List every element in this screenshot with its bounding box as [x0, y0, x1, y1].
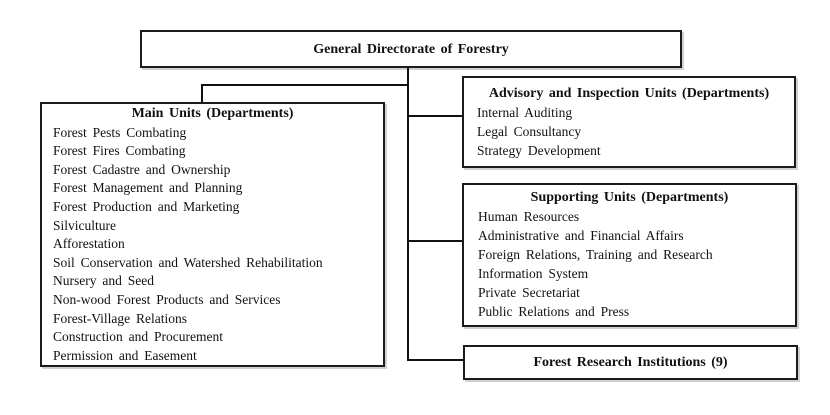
connector-research-institutions: [409, 359, 463, 361]
unit-list-item: Forest-Village Relations: [53, 310, 188, 326]
unit-list-item: Information System: [478, 266, 589, 282]
unit-list-item: Nursery and Seed: [53, 273, 154, 289]
unit-list-item: Administrative and Financial Affairs: [478, 228, 684, 244]
research-institutions-title: Forest Research Institutions (9): [533, 355, 728, 370]
unit-list-item: Afforestation: [53, 236, 125, 252]
supporting-units-box: Supporting Units (Departments) Human Res…: [462, 183, 797, 327]
advisory-units-title: Advisory and Inspection Units (Departmen…: [488, 86, 770, 101]
main-units-box: Main Units (Departments) Forest Pests Co…: [40, 102, 385, 367]
unit-list-item: Public Relations and Press: [478, 304, 630, 320]
supporting-units-title: Supporting Units (Departments): [530, 190, 729, 205]
unit-list-item: Permission and Easement: [53, 347, 197, 363]
unit-list-item: Internal Auditing: [477, 105, 573, 120]
connector-main-units-horizontal: [201, 84, 409, 86]
unit-list-item: Forest Fires Combating: [53, 143, 186, 159]
unit-list-item: Silviculture: [53, 217, 116, 233]
unit-list-item: Strategy Development: [477, 143, 601, 158]
connector-trunk-vertical: [407, 68, 409, 361]
unit-list-item: Construction and Procurement: [53, 329, 223, 345]
advisory-units-box: Advisory and Inspection Units (Departmen…: [462, 76, 796, 168]
connector-supporting-units: [409, 240, 462, 242]
unit-list-item: Legal Consultancy: [477, 124, 582, 139]
connector-advisory-units: [409, 115, 462, 117]
unit-list-item: Forest Production and Marketing: [53, 198, 240, 214]
unit-list-item: Forest Pests Combating: [53, 124, 187, 140]
unit-list-item: Non-wood Forest Products and Services: [53, 291, 281, 307]
research-institutions-box: Forest Research Institutions (9): [463, 345, 798, 380]
unit-list-item: Forest Cadastre and Ownership: [53, 161, 231, 177]
main-units-title: Main Units (Departments): [131, 106, 294, 121]
root-box-title: General Directorate of Forestry: [313, 41, 509, 57]
unit-list-item: Foreign Relations, Training and Research: [478, 247, 713, 263]
unit-list-item: Soil Conservation and Watershed Rehabili…: [53, 254, 323, 270]
unit-list-item: Private Secretariat: [478, 285, 580, 301]
unit-list-item: Forest Management and Planning: [53, 180, 243, 196]
connector-main-units-vertical: [201, 84, 203, 102]
root-box-general-directorate: General Directorate of Forestry: [140, 30, 682, 68]
unit-list-item: Human Resources: [478, 209, 580, 224]
